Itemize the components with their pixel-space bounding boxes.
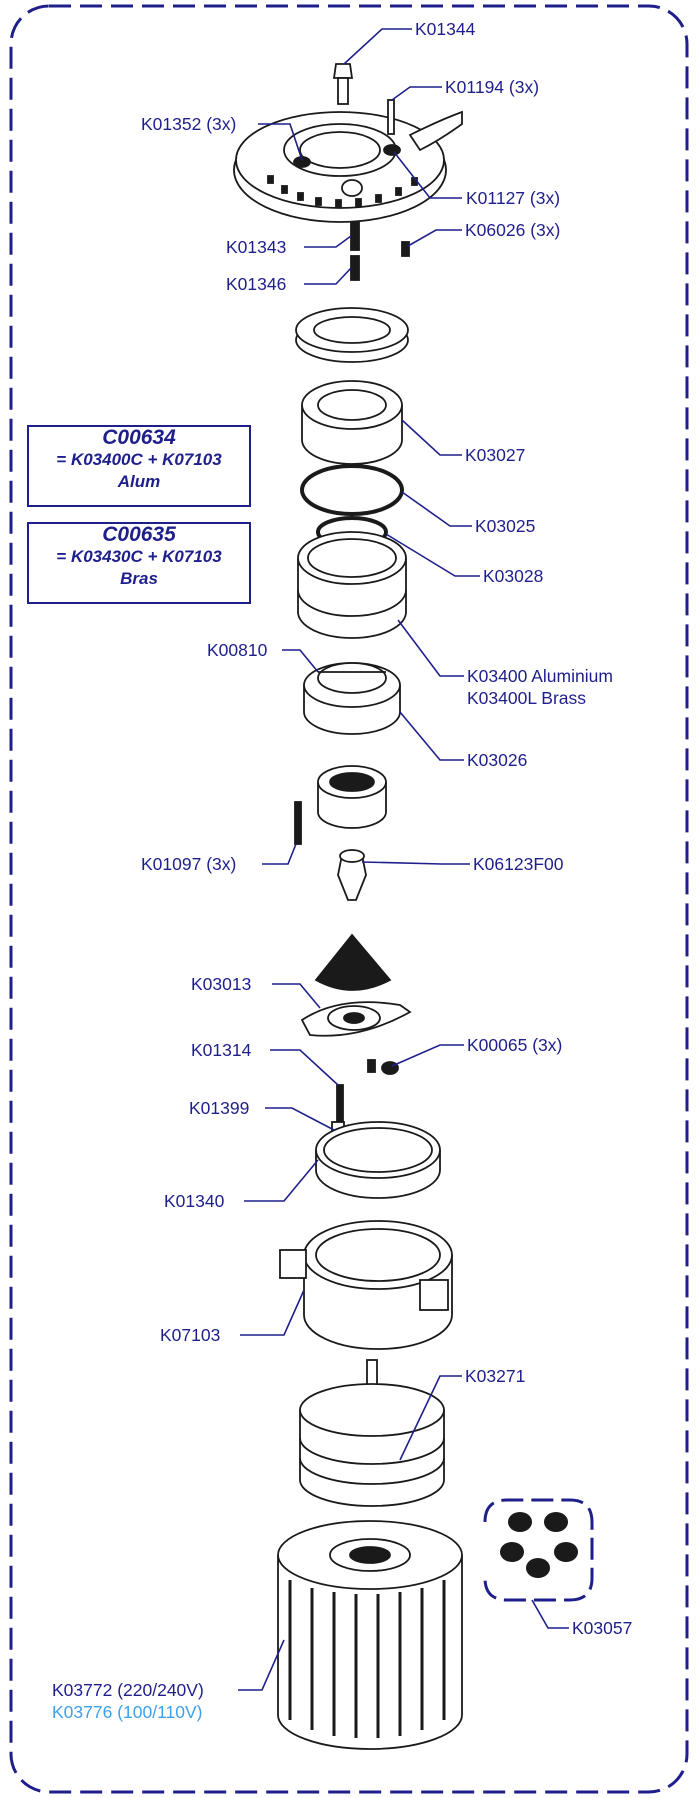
label-k07103: K07103: [160, 1325, 221, 1345]
label-k01346: K01346: [226, 274, 287, 294]
label-k03025: K03025: [475, 516, 536, 536]
part-k01340: [315, 1121, 441, 1199]
part-conical-burr: [314, 933, 392, 991]
label-k03271: K03271: [465, 1366, 526, 1386]
label-k01340: K01340: [164, 1191, 225, 1211]
part-top-plate: [233, 110, 463, 223]
label-k03400l-brass: K03400L Brass: [467, 688, 587, 708]
part-k01343: [350, 221, 360, 251]
label-k03400-aluminium: K03400 Aluminium: [467, 666, 613, 686]
kit-material: Bras: [120, 569, 158, 588]
label-k01399: K01399: [189, 1098, 250, 1118]
label-k01344: K01344: [415, 19, 476, 39]
part-k06026: [401, 241, 410, 257]
kit-code: C00634: [102, 426, 176, 449]
part-k03013: [300, 1001, 412, 1037]
part-burr-holder: [317, 765, 387, 829]
label-k03028: K03028: [483, 566, 544, 586]
label-k03776: K03776 (100/110V): [52, 1702, 203, 1722]
dashed-frame: [9, 4, 689, 1794]
label-k01343: K01343: [226, 237, 287, 257]
label-k00810: K00810: [207, 640, 268, 660]
kit-code: C00635: [102, 523, 176, 546]
part-k01097: [294, 801, 302, 845]
label-k00065: K00065 (3x): [467, 1035, 563, 1055]
part-k07103: [279, 1220, 453, 1350]
label-k01314: K01314: [191, 1040, 252, 1060]
label-k01127: K01127 (3x): [466, 188, 561, 208]
part-k03271: [299, 1359, 445, 1507]
label-k03026: K03026: [467, 750, 528, 770]
part-k06123f00: [337, 849, 367, 901]
label-k06026: K06026 (3x): [465, 220, 561, 240]
label-k03027: K03027: [465, 445, 526, 465]
label-k03772: K03772 (220/240V): [52, 1680, 204, 1700]
part-k01194: [387, 99, 395, 135]
label-k03013: K03013: [191, 974, 252, 994]
leader-lines: [238, 28, 569, 1691]
kit-box-c00634: C00634 = K03400C + K07103 Alum: [27, 425, 251, 507]
label-k01097: K01097 (3x): [141, 854, 237, 874]
label-k01352: K01352 (3x): [141, 114, 237, 134]
kit-box-c00635: C00635 = K03430C + K07103 Bras: [27, 522, 251, 604]
label-k03057: K03057: [572, 1618, 633, 1638]
label-k06123f00: K06123F00: [473, 854, 564, 874]
part-k03026: [303, 662, 401, 735]
part-k03057: [483, 1498, 594, 1602]
part-k03772: [277, 1520, 463, 1750]
part-k01314: [336, 1084, 344, 1122]
kit-formula: = K03430C + K07103: [56, 547, 222, 566]
part-k01344: [332, 63, 354, 105]
part-ring-plate: [295, 307, 409, 363]
part-k03025: [300, 464, 404, 516]
kit-formula: = K03400C + K07103: [56, 450, 222, 469]
part-k03400: [297, 531, 407, 639]
part-k03027: [301, 380, 403, 465]
kit-material: Alum: [117, 472, 161, 491]
part-k00065: [367, 1059, 399, 1075]
label-k01194: K01194 (3x): [445, 77, 540, 97]
part-k01346: [350, 255, 360, 281]
